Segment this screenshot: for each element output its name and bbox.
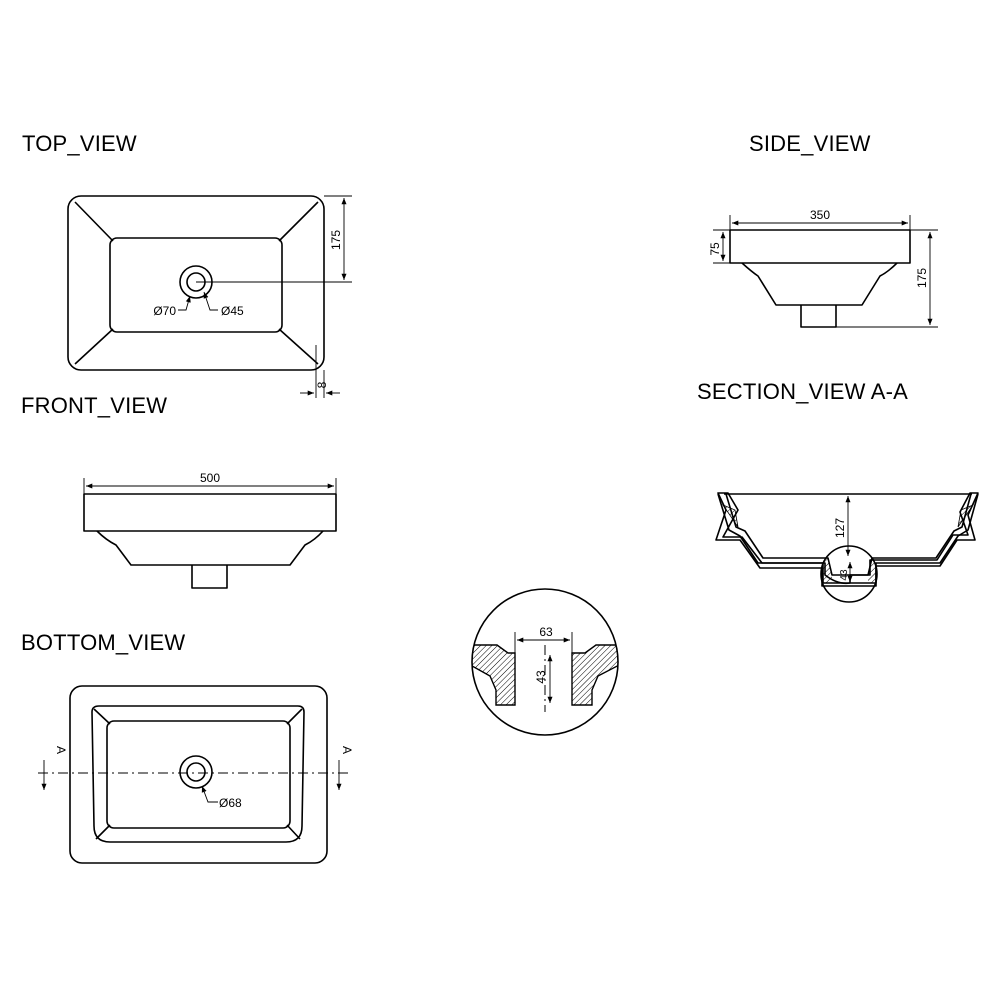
top-view-title: TOP_VIEW	[22, 131, 137, 156]
detail-width-label: 63	[539, 625, 553, 639]
top-outer-dia-label: Ø70	[153, 304, 176, 318]
top-view: 175 Ø70 Ø45 8	[67, 195, 352, 398]
bottom-dia-leader	[201, 785, 218, 803]
side-height-label: 175	[915, 268, 929, 288]
top-corner-line-tl	[74, 201, 114, 242]
front-width-label: 500	[200, 471, 220, 485]
section-drain-left-hatch	[823, 558, 832, 583]
bottom-dia-label: Ø68	[219, 796, 242, 810]
section-drain-label: 43	[839, 569, 850, 581]
side-view: 350 75 175	[708, 208, 938, 328]
bottom-floor-outline	[106, 720, 291, 829]
bottom-view-title: BOTTOM_VIEW	[21, 630, 186, 655]
bottom-outer-outline	[69, 685, 328, 864]
bottom-view: A A Ø68	[38, 685, 354, 864]
bottom-drain-inner	[186, 762, 206, 782]
top-basin-floor	[109, 237, 283, 333]
bottom-drain-outer	[179, 755, 213, 789]
top-corner-line-br	[278, 328, 319, 365]
detail-view: 63 43	[471, 588, 619, 736]
section-rim-right-hatch	[957, 504, 975, 528]
section-depth-label: 127	[833, 518, 847, 538]
section-drain-right-hatch	[868, 558, 876, 583]
side-bowl	[741, 262, 898, 306]
top-inner-dia-label: Ø45	[221, 304, 244, 318]
front-view-title: FRONT_VIEW	[21, 393, 168, 418]
side-view-title: SIDE_VIEW	[749, 131, 871, 156]
top-rim-label: 8	[315, 381, 329, 388]
side-rim-body	[729, 229, 911, 264]
top-outer-dia-leader	[178, 295, 191, 311]
detail-right-section	[571, 644, 618, 706]
top-corner-line-bl	[74, 328, 114, 365]
section-rim-left-hatch	[721, 504, 739, 528]
detail-left-section	[472, 644, 516, 706]
bottom-section-mark-left: A	[54, 746, 68, 754]
side-width-label: 350	[810, 208, 830, 222]
top-depth-label: 175	[329, 230, 343, 250]
bottom-corner-tr	[286, 708, 303, 725]
front-bowl	[96, 530, 324, 566]
front-drain	[191, 565, 228, 589]
front-rim-body	[83, 493, 337, 532]
top-inner-dia-leader	[203, 291, 218, 311]
bottom-section-mark-right: A	[340, 746, 354, 754]
detail-height-label: 43	[534, 670, 548, 684]
bottom-corner-br	[286, 824, 301, 840]
section-outer-shell	[717, 493, 979, 584]
section-view: 127 43	[715, 492, 979, 603]
side-rim-label: 75	[708, 242, 722, 256]
top-outer-rim	[67, 195, 325, 371]
bottom-corner-tl	[93, 708, 111, 725]
top-corner-line-tr	[278, 201, 319, 242]
front-view: 500	[83, 471, 337, 589]
bottom-bowl-outline	[91, 705, 305, 843]
side-drain	[800, 305, 837, 328]
section-view-title: SECTION_VIEW A-A	[697, 379, 909, 404]
bottom-corner-bl	[95, 824, 111, 840]
